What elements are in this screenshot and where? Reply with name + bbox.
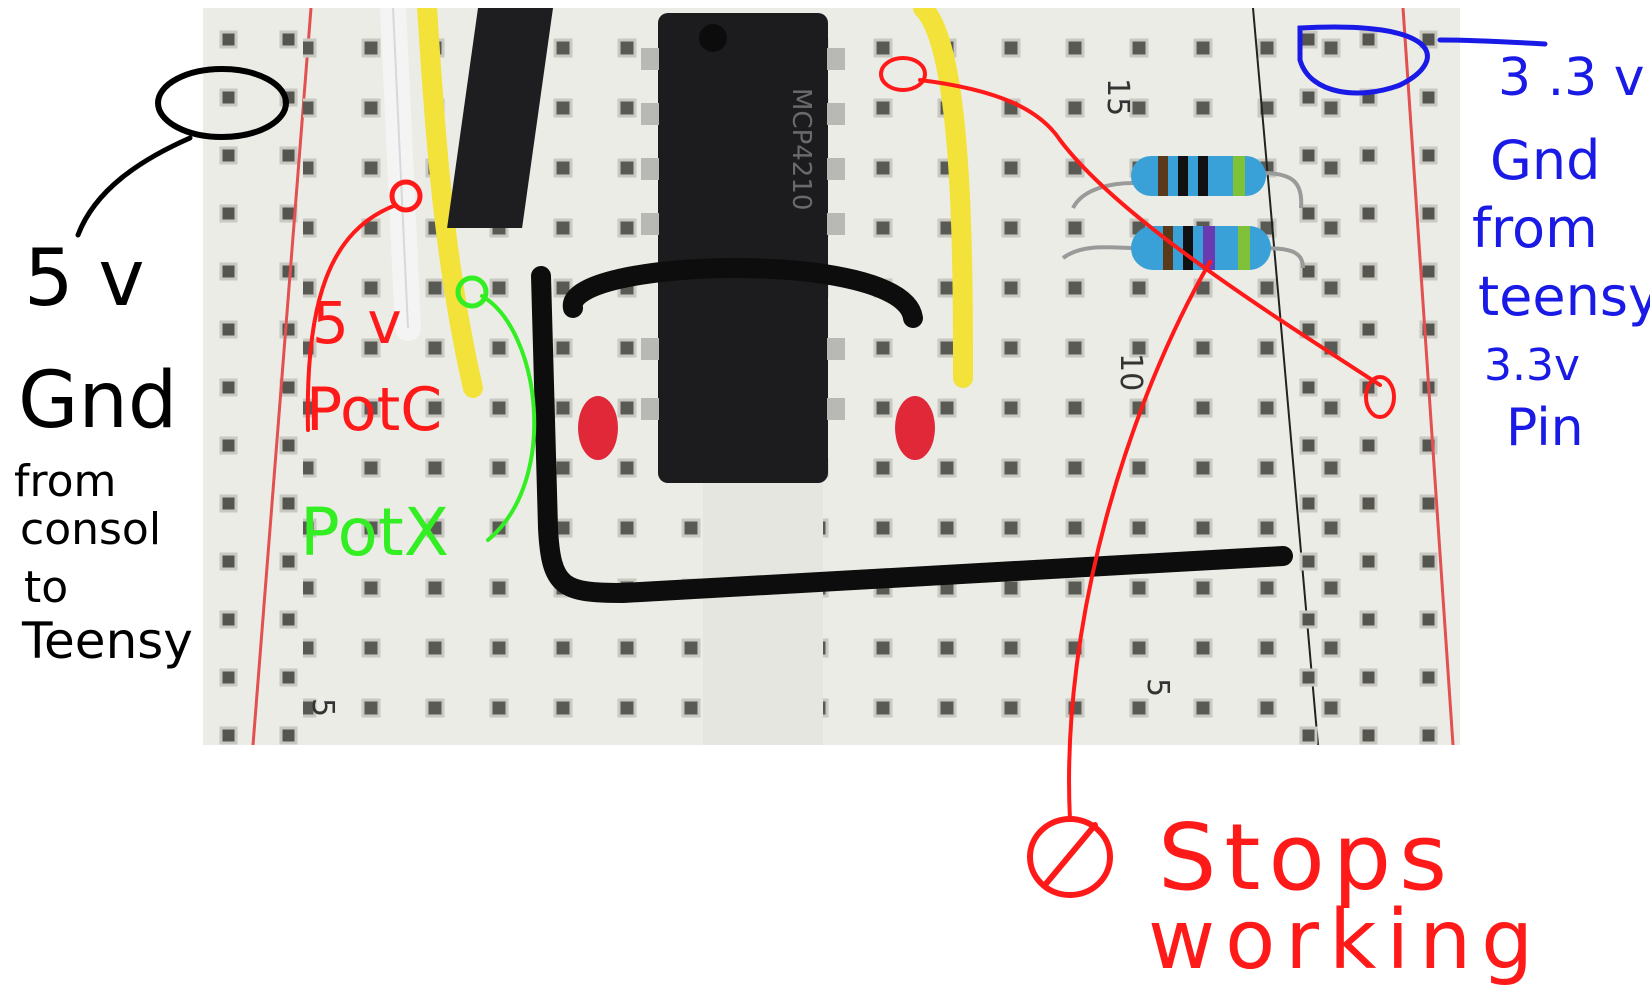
row-number-15: 15 xyxy=(1100,78,1135,116)
right-note-teensy: teensy xyxy=(1478,265,1650,328)
blue-circle xyxy=(1297,24,1430,96)
black-leader-line xyxy=(75,135,193,238)
row-number-5-left: 5 xyxy=(305,698,340,717)
left-note-from: from xyxy=(14,456,117,507)
right-note-pin: Pin xyxy=(1506,398,1584,458)
stop-symbol-slash xyxy=(1042,822,1098,888)
resistor-top xyxy=(1071,156,1304,210)
left-note-to: to xyxy=(24,562,69,613)
red-pin-circle xyxy=(389,179,423,213)
red-label-5v: 5 v xyxy=(312,289,402,357)
bottom-note-stops: Stops xyxy=(1158,804,1456,911)
chip-marking: MCP4210 xyxy=(786,88,816,210)
right-note-from: from xyxy=(1472,197,1598,260)
left-note-5v: 5 v xyxy=(24,234,145,324)
red-down-line xyxy=(1067,260,1212,822)
breadboard-drawing: MCP4210 15 10 5 xyxy=(203,8,1460,745)
ic-chip: MCP4210 xyxy=(641,13,845,483)
blue-leader-line xyxy=(1437,37,1548,47)
left-note-teensy: Teensy xyxy=(22,612,193,670)
red-chip-pin-circle xyxy=(879,56,927,92)
green-label-potx: PotX xyxy=(300,494,449,571)
green-leader-line xyxy=(480,294,537,542)
left-note-consol: consol xyxy=(20,504,162,555)
red-rail-circle xyxy=(1364,375,1396,419)
row-number-5: 5 xyxy=(1140,678,1175,697)
black-circle xyxy=(155,66,289,140)
stop-symbol xyxy=(1027,816,1113,898)
row-number-10: 10 xyxy=(1113,353,1148,391)
red-diagonal-line xyxy=(918,78,1382,387)
breadboard-photo: MCP4210 15 10 5 xyxy=(203,8,1460,745)
red-leader-line xyxy=(305,203,398,432)
right-note-gnd: Gnd xyxy=(1490,129,1601,192)
bottom-note-working: working xyxy=(1148,893,1544,988)
red-label-potc: PotC xyxy=(306,375,443,445)
right-note-3v3-pin: 3.3v xyxy=(1484,340,1581,391)
right-note-3v3: 3 .3 v xyxy=(1498,48,1645,108)
green-pin-circle xyxy=(455,275,489,309)
left-note-gnd: Gnd xyxy=(18,356,178,446)
